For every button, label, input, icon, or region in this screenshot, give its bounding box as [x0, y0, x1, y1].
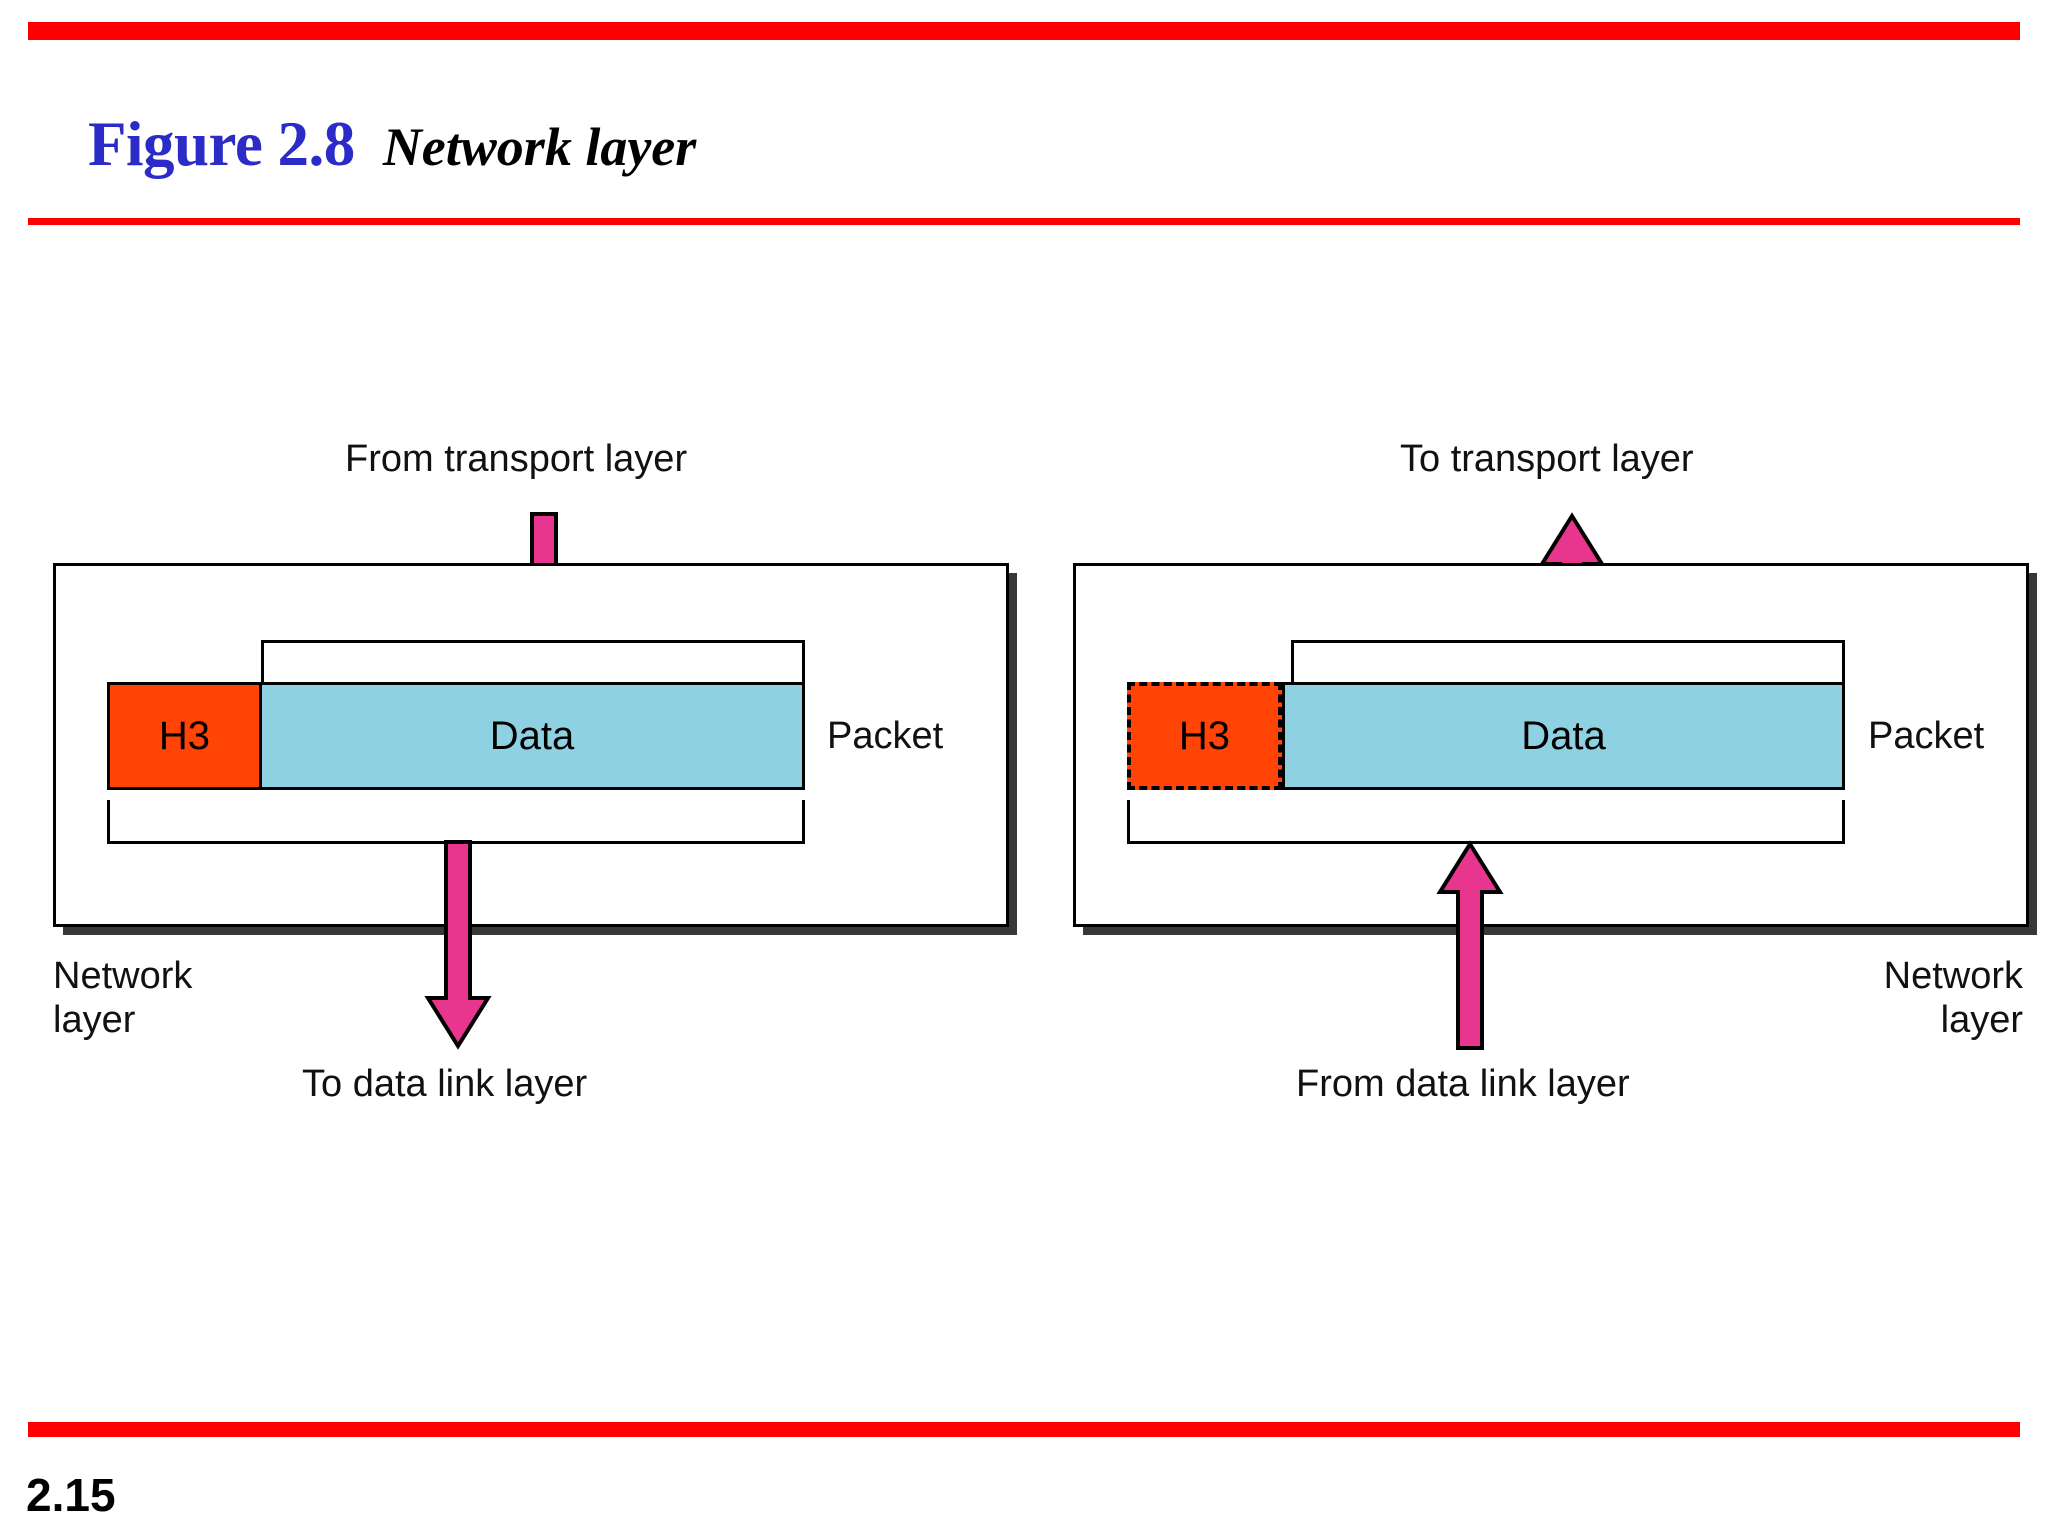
right-packet-header-h3: H3: [1127, 682, 1282, 790]
left-packet-header-h3: H3: [107, 682, 262, 790]
right-packet-data: Data: [1282, 682, 1845, 790]
left-packet-data: Data: [262, 682, 805, 790]
right-layer-label: Network layer: [1693, 955, 2023, 1042]
left-layer-label: Network layer: [53, 955, 192, 1042]
left-lower-bracket: [107, 800, 805, 844]
right-bottom-arrow-label: From data link layer: [1296, 1063, 1630, 1105]
right-layer-label-line1: Network: [1883, 955, 2023, 997]
right-top-arrow-label: To transport layer: [1400, 438, 1694, 480]
figure-number: Figure 2.8: [88, 109, 355, 179]
figure-caption: Network layer: [382, 117, 697, 177]
left-top-arrow-label: From transport layer: [345, 438, 688, 480]
from-data-link-layer-arrow-icon: [1436, 840, 1504, 1050]
right-packet: H3 Data: [1127, 682, 1845, 790]
page-title: Figure 2.8 Network layer: [88, 108, 696, 181]
top-red-rule: [28, 22, 2020, 40]
right-lower-bracket: [1127, 800, 1845, 844]
left-bottom-arrow-label: To data link layer: [302, 1063, 588, 1105]
left-upper-bracket: [261, 640, 805, 684]
to-data-link-layer-arrow-icon: [424, 840, 492, 1050]
left-layer-label-line2: layer: [53, 998, 136, 1041]
left-packet-label: Packet: [827, 715, 944, 757]
left-packet: H3 Data: [107, 682, 805, 790]
right-layer-label-line2: layer: [1940, 998, 2023, 1041]
title-red-rule: [28, 218, 2020, 225]
bottom-red-rule: [28, 1422, 2020, 1437]
right-upper-bracket: [1291, 640, 1845, 684]
page-number: 2.15: [26, 1469, 116, 1521]
left-layer-label-line1: Network: [53, 955, 193, 997]
right-packet-label: Packet: [1868, 715, 1985, 757]
